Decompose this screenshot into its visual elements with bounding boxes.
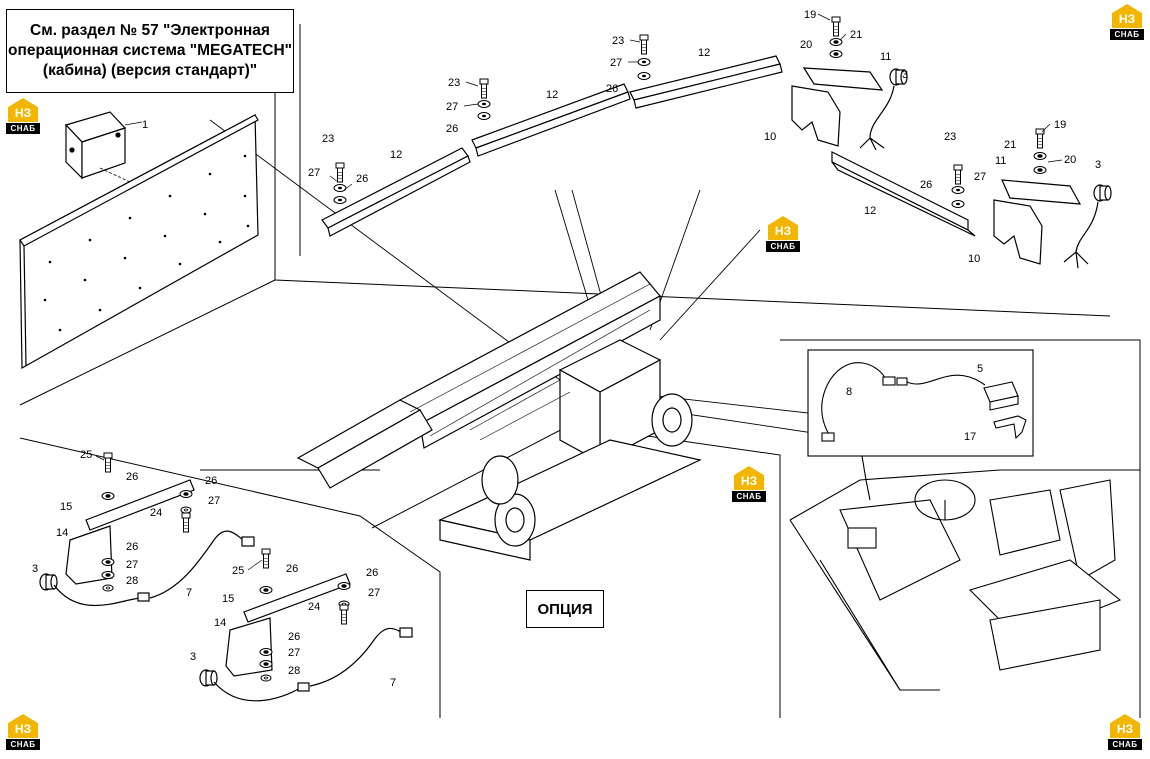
rail-group xyxy=(321,55,976,237)
callout: 3 xyxy=(902,69,908,81)
boom-detail xyxy=(409,283,651,441)
callout: 26 xyxy=(920,179,932,191)
callout: 20 xyxy=(1064,154,1076,166)
callout: 27 xyxy=(288,647,300,659)
callout: 23 xyxy=(448,77,460,89)
callout: 3 xyxy=(1095,159,1101,171)
logo-letters: НЗ xyxy=(14,722,32,736)
callout: 12 xyxy=(698,47,710,59)
module-5 xyxy=(983,381,1027,440)
callout: 14 xyxy=(56,527,68,539)
callout: 26 xyxy=(126,541,138,553)
callout: 26 xyxy=(205,475,217,487)
callout: 12 xyxy=(864,205,876,217)
reference-line-1: См. раздел № 57 "Электронная xyxy=(30,22,270,39)
bottom-assembly-2 xyxy=(199,548,413,702)
option-label: ОПЦИЯ xyxy=(526,590,604,628)
bracket-upper xyxy=(791,16,908,151)
callout: 25 xyxy=(232,565,244,577)
logo-sub: СНАБ xyxy=(6,739,40,750)
reference-line-2: операционная система "MEGATECH" xyxy=(8,42,292,59)
callout: 24 xyxy=(308,601,320,613)
reference-note: См. раздел № 57 "Электронная операционна… xyxy=(6,9,294,93)
callout: 26 xyxy=(288,631,300,643)
callout-leaders xyxy=(95,13,1063,571)
logo-sub: СНАБ xyxy=(6,123,40,134)
logo-letters: НЗ xyxy=(774,224,792,238)
callout: 14 xyxy=(214,617,226,629)
callout: 11 xyxy=(995,155,1006,167)
callout: 23 xyxy=(322,133,334,145)
control-box xyxy=(64,111,127,180)
bracket-lower xyxy=(993,128,1112,269)
callout: 25 xyxy=(80,449,92,461)
panel-holes xyxy=(43,154,250,332)
callout: 26 xyxy=(286,563,298,575)
callout: 27 xyxy=(446,101,458,113)
callout: 10 xyxy=(764,131,776,143)
logo-letters: НЗ xyxy=(740,474,758,488)
callout: 27 xyxy=(308,167,320,179)
callout: 26 xyxy=(366,567,378,579)
logo-sub: СНАБ xyxy=(732,491,766,502)
callout: 19 xyxy=(1054,119,1066,131)
callout: 7 xyxy=(186,587,192,599)
callout: 26 xyxy=(356,173,368,185)
callout: 3 xyxy=(190,651,196,663)
bottom-assembly-1 xyxy=(39,452,255,607)
callout-labels: 1 3 3 3 3 5 7 7 8 10 10 11 11 12 12 12 1… xyxy=(32,9,1101,689)
logo-watermark: НЗ СНАБ xyxy=(4,714,42,752)
callout: 28 xyxy=(288,665,300,677)
logo-letters: НЗ xyxy=(14,106,32,120)
callout: 27 xyxy=(974,171,986,183)
logo-watermark: НЗ СНАБ xyxy=(1108,4,1146,42)
logo-sub: СНАБ xyxy=(1108,739,1142,750)
callout: 26 xyxy=(606,83,618,95)
logo-sub: СНАБ xyxy=(766,241,800,252)
callout: 26 xyxy=(126,471,138,483)
logo-watermark: НЗ СНАБ xyxy=(730,466,768,504)
callout: 21 xyxy=(1004,139,1016,151)
callout: 27 xyxy=(368,587,380,599)
logo-letters: НЗ xyxy=(1116,722,1134,736)
callout: 24 xyxy=(150,507,162,519)
callout: 12 xyxy=(390,149,402,161)
callout: 23 xyxy=(612,35,624,47)
logo-sub: СНАБ xyxy=(1110,29,1144,40)
callout: 19 xyxy=(804,9,816,21)
callout: 8 xyxy=(846,386,852,398)
callout: 17 xyxy=(964,431,976,443)
callout: 27 xyxy=(126,559,138,571)
logo-watermark: НЗ СНАБ xyxy=(4,98,42,136)
callout: 10 xyxy=(968,253,980,265)
callout: 7 xyxy=(390,677,396,689)
callout: 1 xyxy=(142,119,148,131)
callout: 28 xyxy=(126,575,138,587)
callout: 15 xyxy=(222,593,234,605)
logo-watermark: НЗ СНАБ xyxy=(1106,714,1144,752)
reference-line-3: (кабина) (версия стандарт)" xyxy=(42,62,258,79)
cabin-panel xyxy=(19,114,259,370)
callout: 23 xyxy=(944,131,956,143)
callout: 26 xyxy=(446,123,458,135)
harness-8 xyxy=(821,362,986,442)
cabin-interior xyxy=(789,349,1140,691)
callout: 27 xyxy=(610,57,622,69)
callout: 20 xyxy=(800,39,812,51)
callout: 5 xyxy=(977,363,983,375)
callout: 12 xyxy=(546,89,558,101)
callout: 21 xyxy=(850,29,862,41)
container-handler xyxy=(296,271,702,561)
callout: 3 xyxy=(32,563,38,575)
logo-watermark: НЗ СНАБ xyxy=(764,216,802,254)
callout: 11 xyxy=(880,51,891,63)
callout: 15 xyxy=(60,501,72,513)
logo-letters: НЗ xyxy=(1118,12,1136,26)
callout: 27 xyxy=(208,495,220,507)
